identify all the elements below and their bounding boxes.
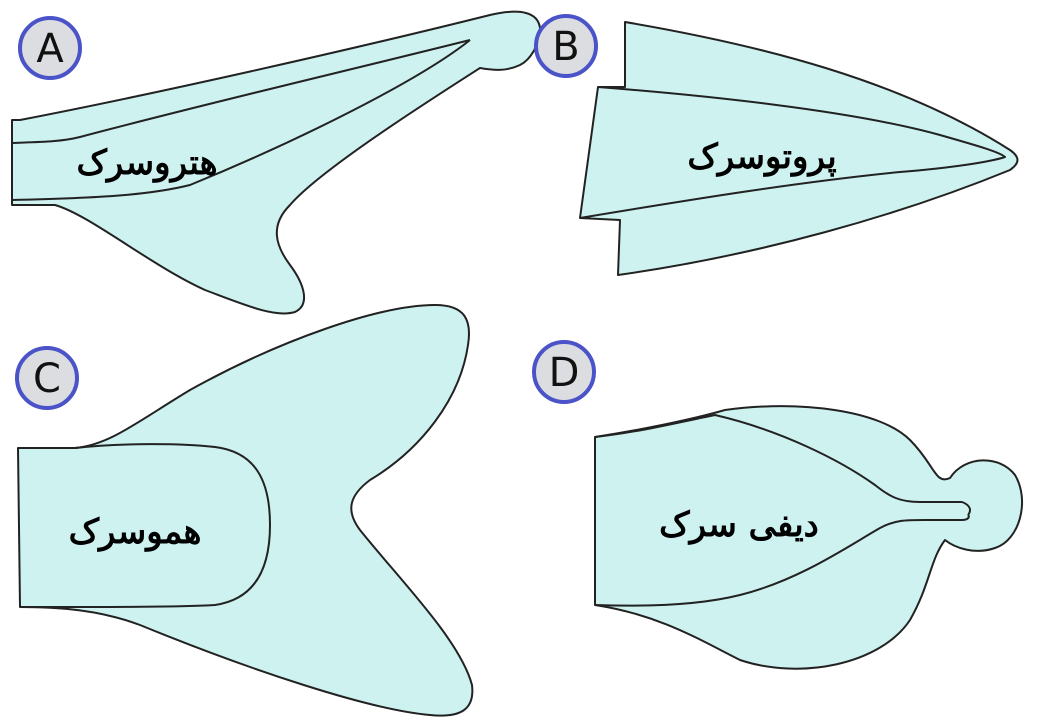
panel-d: D دیفی سرک [532, 340, 1024, 670]
panel-b: B پروتوسرک [534, 14, 1019, 276]
diphycercal-fin-shape [594, 405, 1024, 670]
badge-b [534, 14, 598, 78]
heterocercal-notochord-lower [11, 39, 471, 201]
label-homocercal: هموسرک [69, 512, 202, 552]
badge-a [18, 16, 82, 80]
label-protocercal: پروتوسرک [687, 137, 836, 177]
protocercal-notochord [579, 86, 1006, 219]
heterocercal-fin-shape [11, 10, 541, 315]
diphycercal-notochord-lower [594, 514, 970, 607]
badge-d-letter: D [549, 350, 580, 396]
label-heterocercal: هتروسرک [76, 143, 217, 183]
diphycercal-notochord-upper [594, 414, 971, 516]
homocercal-fin-shape [17, 304, 474, 717]
badge-d [532, 340, 596, 404]
panel-c: C هموسرک [15, 304, 474, 717]
badge-c-letter: C [33, 356, 61, 402]
homocercal-hypural-plate [19, 443, 271, 608]
badge-b-letter: B [552, 24, 579, 70]
badge-a-letter: A [36, 26, 64, 72]
panel-a: A هتروسرک [11, 10, 541, 315]
badge-c [15, 346, 79, 410]
protocercal-fin-shape [579, 21, 1019, 276]
label-diphycercal: دیفی سرک [659, 505, 819, 545]
heterocercal-notochord-upper [11, 39, 471, 144]
